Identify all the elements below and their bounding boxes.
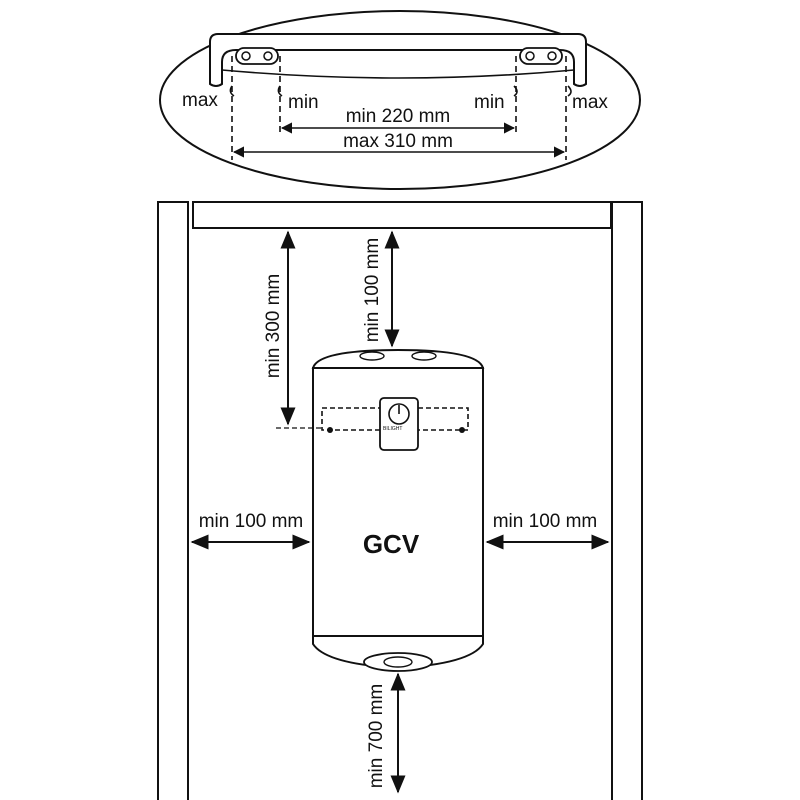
slot-hole-icon: [263, 51, 273, 61]
label-max-right: max: [572, 92, 608, 113]
left-wall: [157, 201, 189, 800]
ceiling: [192, 201, 612, 229]
control-panel-text: BILIGHT: [383, 426, 402, 432]
slot-hole-icon: [547, 51, 557, 61]
water-heater: BILIGHT GCV: [311, 348, 485, 672]
right-wall: [611, 201, 643, 800]
dimension-label-max-spacing: max 310 mm: [343, 131, 453, 152]
mounting-bracket: [209, 33, 587, 87]
hook-icon: [513, 85, 518, 97]
clearance-label-right: min 100 mm: [493, 511, 598, 532]
clearance-label-left: min 100 mm: [199, 511, 304, 532]
clearance-label-top-to-bracket: min 300 mm: [263, 274, 284, 379]
bottom-outlet-inner-icon: [383, 656, 413, 668]
top-port-icon: [359, 351, 385, 361]
dimension-label-min-spacing: min 220 mm: [346, 106, 451, 127]
mount-screw-icon: [327, 427, 333, 433]
label-max-left: max: [182, 90, 218, 111]
slot-hole-icon: [241, 51, 251, 61]
clearance-label-bottom: min 700 mm: [366, 684, 387, 789]
bracket-lower-edge: [221, 69, 575, 79]
clearance-dimensions: min 300 mm min 100 mm min 100 mm min 100…: [190, 230, 610, 794]
label-min-right: min: [474, 92, 505, 113]
hook-icon: [567, 85, 572, 97]
heater-brand-label: GCV: [363, 529, 420, 559]
bracket-detail: max min min max min 220 mm max 310 mm: [159, 10, 641, 190]
mount-screw-icon: [459, 427, 465, 433]
label-min-left: min: [288, 92, 319, 113]
top-port-icon: [411, 351, 437, 361]
installation-niche: [157, 201, 643, 800]
heater-top-cap: [311, 348, 485, 369]
clearance-label-top: min 100 mm: [362, 238, 383, 343]
slot-hole-icon: [525, 51, 535, 61]
